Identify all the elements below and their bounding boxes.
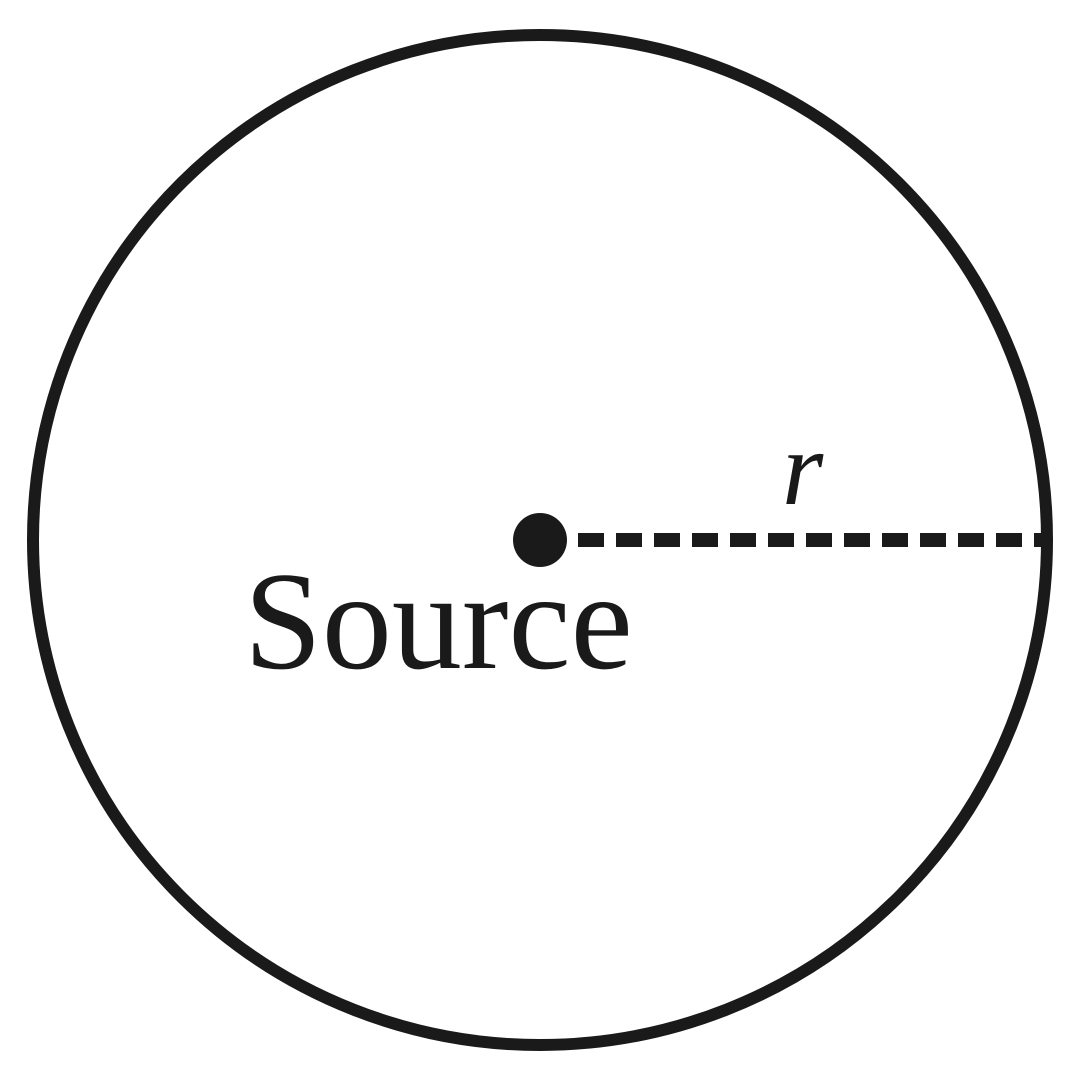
radius-label: r: [782, 410, 824, 527]
source-point: [513, 513, 567, 567]
source-label: Source: [244, 544, 633, 699]
boundary-circle: [27, 29, 1053, 1051]
